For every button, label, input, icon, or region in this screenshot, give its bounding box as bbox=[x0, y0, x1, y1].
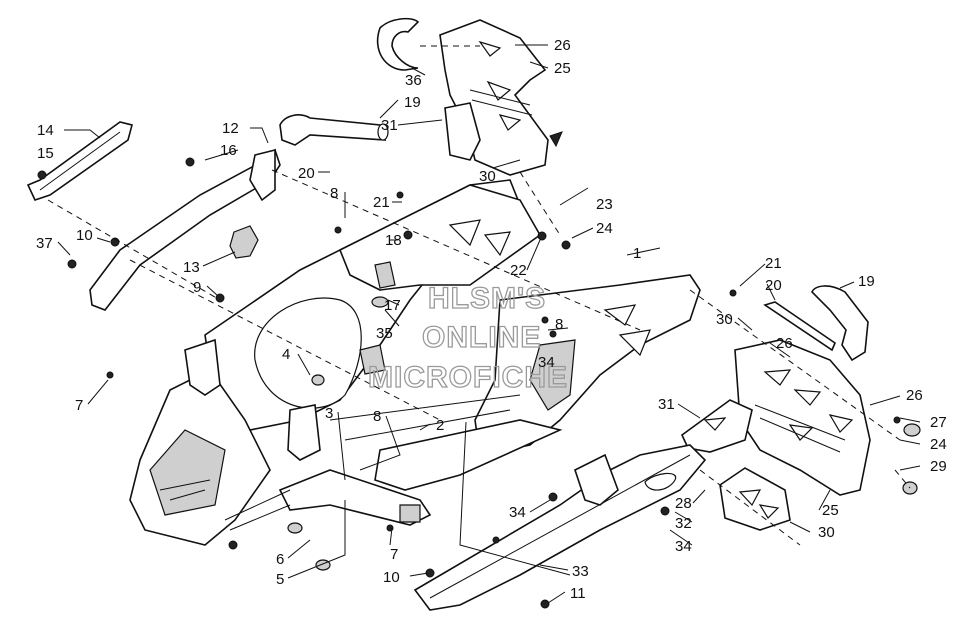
callout-23: 23 bbox=[596, 196, 613, 213]
callout-8b: 8 bbox=[330, 185, 338, 202]
callout-4: 4 bbox=[282, 346, 290, 363]
callout-13: 13 bbox=[183, 259, 200, 276]
callout-22: 22 bbox=[510, 262, 527, 279]
callout-31a: 31 bbox=[381, 117, 398, 134]
callout-36: 36 bbox=[405, 72, 422, 89]
callout-labels: 14 15 12 16 10 37 13 9 4 7 3 8 2 6 5 7 1… bbox=[36, 37, 947, 602]
callout-30b: 30 bbox=[716, 311, 733, 328]
callout-2: 2 bbox=[436, 417, 444, 434]
callout-19b: 19 bbox=[858, 273, 875, 290]
callout-5: 5 bbox=[276, 571, 284, 588]
callout-12: 12 bbox=[222, 120, 239, 137]
callout-26c: 26 bbox=[906, 387, 923, 404]
callout-15: 15 bbox=[37, 145, 54, 162]
callout-17: 17 bbox=[384, 297, 401, 314]
upper-tube bbox=[279, 114, 389, 146]
callout-14: 14 bbox=[37, 122, 54, 139]
callout-35: 35 bbox=[376, 325, 393, 342]
callout-18: 18 bbox=[385, 232, 402, 249]
callout-8c: 8 bbox=[555, 316, 563, 333]
callout-19a: 19 bbox=[404, 94, 421, 111]
watermark-line-3: MICROFICHE bbox=[368, 361, 568, 394]
right-rear-bracket bbox=[680, 339, 921, 531]
hardware-parts bbox=[37, 157, 901, 609]
watermark-line-2: ONLINE bbox=[422, 321, 541, 354]
callout-30c: 30 bbox=[818, 524, 835, 541]
bumper-clamp bbox=[376, 17, 420, 71]
callout-7a: 7 bbox=[75, 397, 83, 414]
callout-34c: 34 bbox=[675, 538, 692, 555]
callout-16: 16 bbox=[220, 142, 237, 159]
handlebar-pad bbox=[26, 121, 133, 201]
right-upper-tube bbox=[763, 285, 869, 362]
callout-10b: 10 bbox=[383, 569, 400, 586]
assembly-centerlines bbox=[47, 45, 911, 546]
callout-24a: 24 bbox=[596, 220, 613, 237]
callout-9: 9 bbox=[193, 279, 201, 296]
callout-34a: 34 bbox=[509, 504, 526, 521]
callout-34b: 34 bbox=[538, 354, 555, 371]
rear-upper-bracket bbox=[439, 19, 563, 176]
callout-24b: 24 bbox=[930, 436, 947, 453]
callout-20a: 20 bbox=[298, 165, 315, 182]
callout-1: 1 bbox=[633, 245, 641, 262]
callout-31b: 31 bbox=[658, 396, 675, 413]
callout-6: 6 bbox=[276, 551, 284, 568]
watermark: HLSM'S ONLINE MICROFICHE bbox=[367, 281, 568, 394]
watermark-line-1: HLSM'S bbox=[428, 282, 546, 315]
callout-10a: 10 bbox=[76, 227, 93, 244]
callout-21a: 21 bbox=[373, 194, 390, 211]
callout-28: 28 bbox=[675, 495, 692, 512]
callout-25a: 25 bbox=[554, 60, 571, 77]
callout-33: 33 bbox=[572, 563, 589, 580]
callout-8a: 8 bbox=[373, 408, 381, 425]
callout-7b: 7 bbox=[390, 546, 398, 563]
callout-32: 32 bbox=[675, 515, 692, 532]
callout-29: 29 bbox=[930, 458, 947, 475]
callout-26b: 26 bbox=[776, 335, 793, 352]
lower-skid-rail bbox=[413, 444, 707, 611]
callout-26a: 26 bbox=[554, 37, 571, 54]
main-chassis-frame bbox=[129, 179, 701, 546]
callout-3: 3 bbox=[325, 405, 333, 422]
leader-lines bbox=[57, 44, 921, 604]
upper-steering-support bbox=[89, 148, 281, 311]
callout-27: 27 bbox=[930, 414, 947, 431]
callout-30a: 30 bbox=[479, 168, 496, 185]
callout-20b: 20 bbox=[765, 277, 782, 294]
callout-37: 37 bbox=[36, 235, 53, 252]
callout-11: 11 bbox=[570, 585, 586, 602]
callout-21b: 21 bbox=[765, 255, 782, 272]
callout-25b: 25 bbox=[822, 502, 839, 519]
